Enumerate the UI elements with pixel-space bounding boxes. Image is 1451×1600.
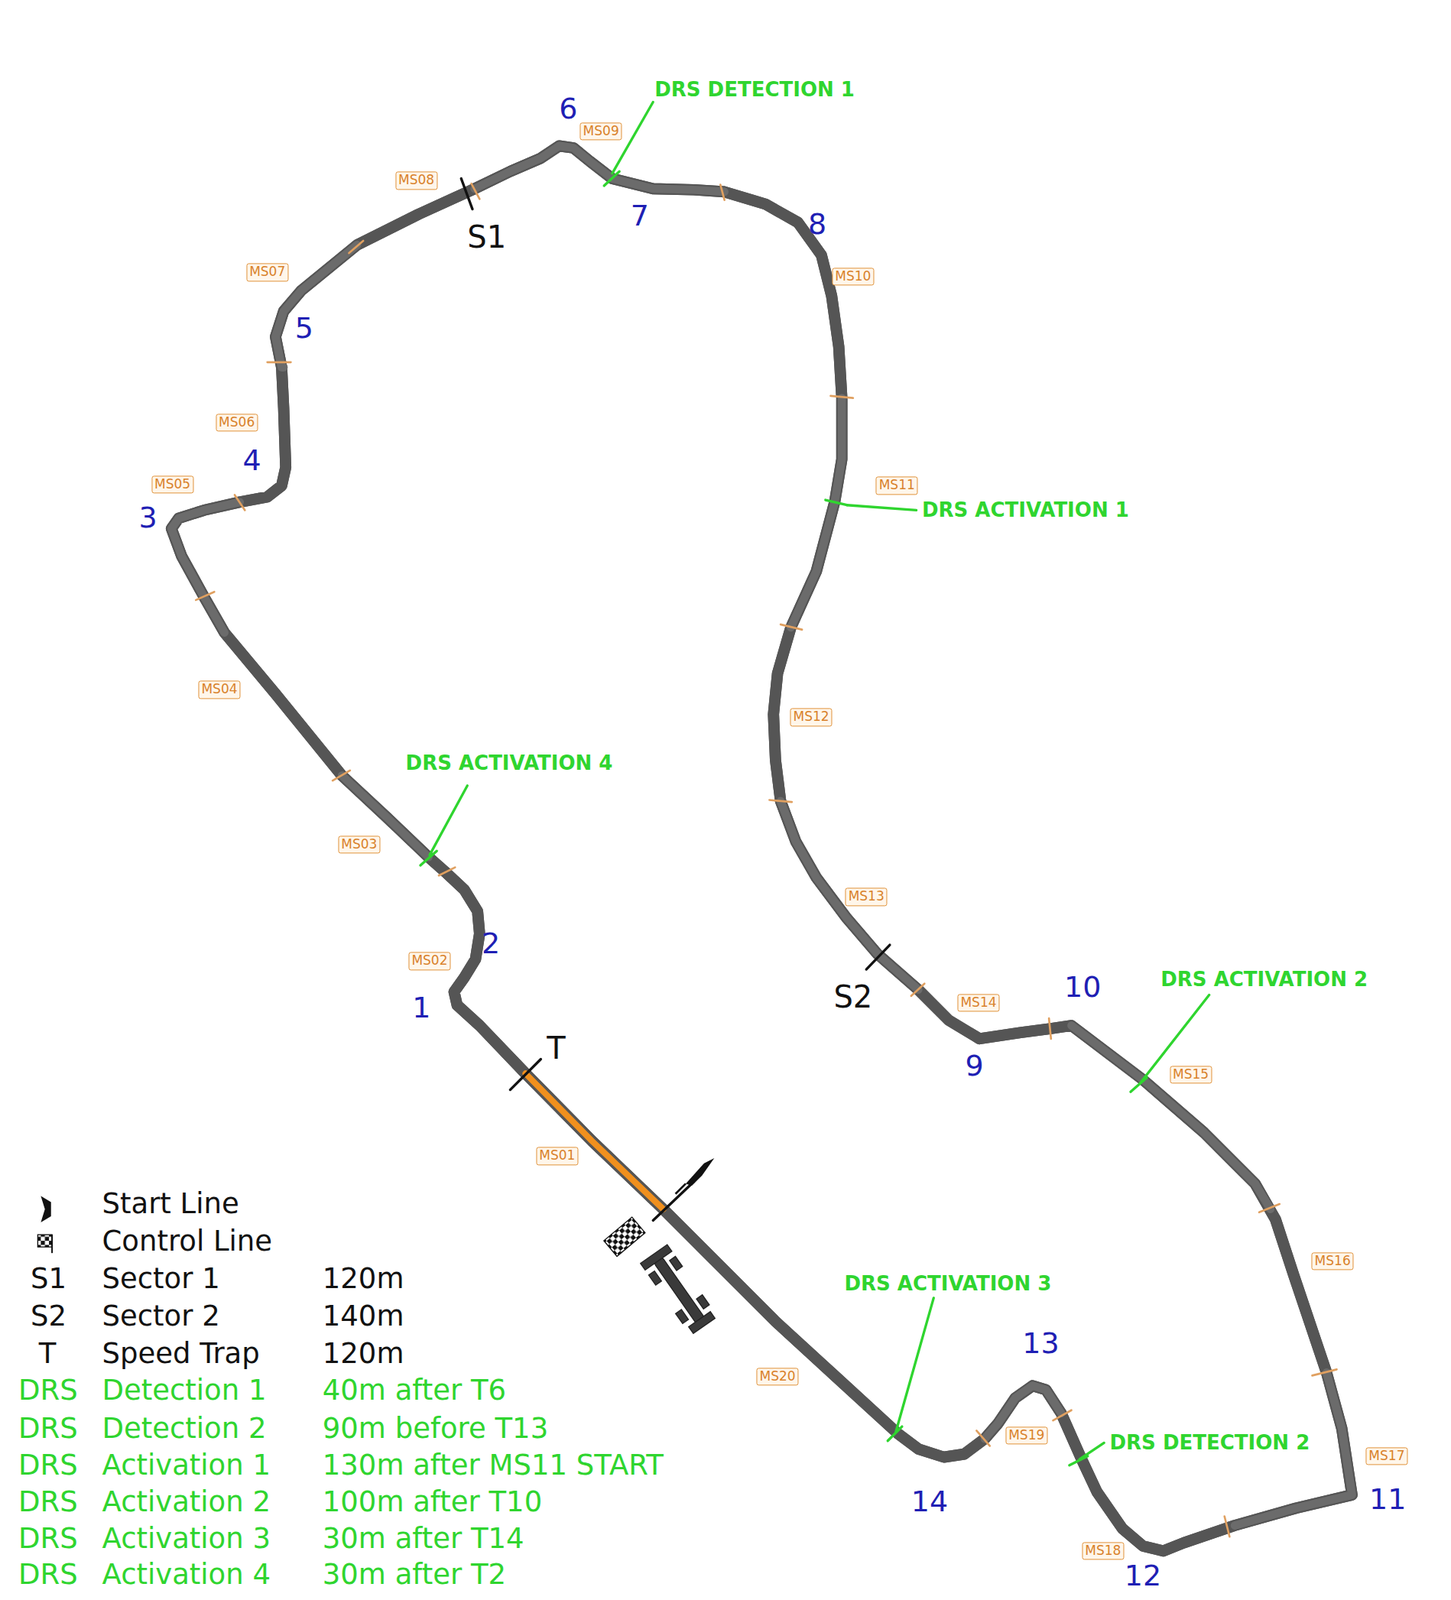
turn-number: 6 — [558, 93, 578, 126]
mini-sector-label: MS01 — [538, 1148, 575, 1164]
mini-sector-tag: MS04 — [198, 681, 241, 699]
mini-sector-label: MS11 — [879, 477, 916, 494]
mini-sector-tag: MS08 — [395, 172, 438, 190]
drs-legend-cell: 130m after MS11 START — [322, 1449, 664, 1481]
mini-sector-tag: MS05 — [151, 475, 194, 494]
turn-number: 5 — [295, 312, 314, 345]
drs-zone-label: DRS ACTIVATION 1 — [920, 499, 1131, 522]
legend-cell: Sector 2 — [101, 1301, 220, 1333]
drs-zone-label: DRS ACTIVATION 3 — [842, 1272, 1053, 1296]
turn-number: 9 — [965, 1050, 984, 1083]
mini-sector-label: MS20 — [759, 1368, 796, 1384]
mini-sector-label: MS16 — [1314, 1252, 1351, 1269]
drs-legend-cell: Activation 2 — [101, 1486, 271, 1519]
sector-marker: S2 — [833, 980, 873, 1014]
drs-legend-cell: DRS — [18, 1412, 78, 1445]
sector-marker: S1 — [467, 220, 507, 254]
turn-number: 13 — [1022, 1327, 1059, 1361]
mini-sector-tag: MS15 — [1169, 1065, 1212, 1084]
drs-legend-cell: DRS — [18, 1449, 78, 1481]
mini-sector-label: MS03 — [340, 837, 377, 853]
legend-cell: T — [38, 1338, 57, 1370]
legend-cell: 120m — [322, 1262, 405, 1295]
legend-text: Start Line — [101, 1188, 239, 1221]
mini-sector-tag: MS01 — [535, 1147, 578, 1166]
legend-cell: S1 — [30, 1262, 67, 1295]
mini-sector-tag: MS19 — [1005, 1426, 1048, 1445]
mini-sector-label: MS02 — [411, 953, 448, 969]
turn-number: 2 — [481, 928, 500, 961]
mini-sector-tag: MS09 — [580, 123, 623, 141]
legend-cell: S2 — [30, 1301, 67, 1333]
turn-number: 10 — [1064, 971, 1101, 1004]
turn-number: 7 — [630, 200, 650, 233]
mini-sector-tag: MS17 — [1365, 1447, 1408, 1465]
legend-cell: 120m — [322, 1338, 405, 1370]
drs-legend-cell: 30m after T2 — [322, 1558, 507, 1591]
mini-sector-tag: MS11 — [876, 477, 919, 495]
mini-sector-label: MS04 — [201, 681, 237, 698]
drs-zone-label: DRS DETECTION 1 — [652, 78, 857, 101]
drs-legend-cell: 90m before T13 — [322, 1412, 549, 1445]
mini-sector-label: MS12 — [793, 709, 830, 725]
drs-zone-label: DRS DETECTION 2 — [1108, 1431, 1312, 1455]
drs-legend-cell: Activation 4 — [101, 1558, 271, 1591]
turn-number: 14 — [911, 1486, 948, 1519]
drs-zone-label: DRS ACTIVATION 2 — [1158, 968, 1370, 991]
mini-sector-label: MS15 — [1172, 1066, 1209, 1082]
mini-sector-tag: MS12 — [790, 708, 833, 727]
drs-legend-cell: Detection 1 — [101, 1375, 267, 1407]
mini-sector-tag: MS14 — [957, 994, 1000, 1013]
mini-sector-tag: MS06 — [215, 413, 258, 432]
mini-sector-tag: MS02 — [408, 952, 451, 971]
drs-legend-cell: 30m after T14 — [322, 1523, 525, 1555]
mini-sector-tag: MS16 — [1311, 1252, 1354, 1270]
drs-legend-cell: DRS — [18, 1523, 78, 1555]
sector-marker: T — [546, 1031, 565, 1065]
mini-sector-tag: MS20 — [756, 1367, 799, 1386]
drs-legend-cell: DRS — [18, 1558, 78, 1591]
turn-number: 1 — [412, 992, 431, 1025]
mini-sector-label: MS18 — [1084, 1542, 1121, 1559]
mini-sector-label: MS07 — [249, 264, 286, 280]
drs-legend-cell: DRS — [18, 1375, 78, 1407]
mini-sector-label: MS05 — [154, 476, 191, 492]
mini-sector-label: MS13 — [848, 889, 885, 905]
drs-legend-cell: Detection 2 — [101, 1412, 267, 1445]
turn-number: 3 — [138, 502, 157, 535]
mini-sector-label: MS17 — [1368, 1447, 1405, 1464]
turn-number: 12 — [1124, 1560, 1162, 1593]
drs-legend-cell: DRS — [18, 1486, 78, 1519]
drs-legend-cell: 40m after T6 — [322, 1375, 507, 1407]
drs-zone-label: DRS ACTIVATION 4 — [404, 752, 615, 775]
mini-sector-label: MS14 — [960, 995, 997, 1011]
drs-legend-cell: Activation 1 — [101, 1449, 271, 1481]
turn-number: 11 — [1369, 1483, 1406, 1516]
legend-text: Control Line — [101, 1226, 273, 1258]
mini-sector-label: MS08 — [398, 172, 435, 189]
drs-legend-cell: Activation 3 — [101, 1523, 271, 1555]
turn-number: 8 — [808, 208, 827, 241]
legend-cell: 140m — [322, 1301, 405, 1333]
mini-sector-label: MS06 — [218, 414, 255, 430]
mini-sector-tag: MS10 — [831, 267, 874, 286]
turn-number: 4 — [243, 444, 262, 478]
mini-sector-tag: MS03 — [337, 836, 380, 854]
mini-sector-tag: MS13 — [845, 888, 888, 906]
mini-sector-label: MS09 — [583, 123, 620, 140]
legend-cell: Sector 1 — [101, 1262, 220, 1295]
drs-legend-cell: 100m after T10 — [322, 1486, 543, 1519]
legend-cell: Speed Trap — [101, 1338, 260, 1370]
mini-sector-tag: MS18 — [1081, 1541, 1124, 1560]
mini-sector-label: MS10 — [834, 268, 871, 284]
mini-sector-tag: MS07 — [246, 263, 289, 282]
mini-sector-label: MS19 — [1008, 1427, 1045, 1443]
